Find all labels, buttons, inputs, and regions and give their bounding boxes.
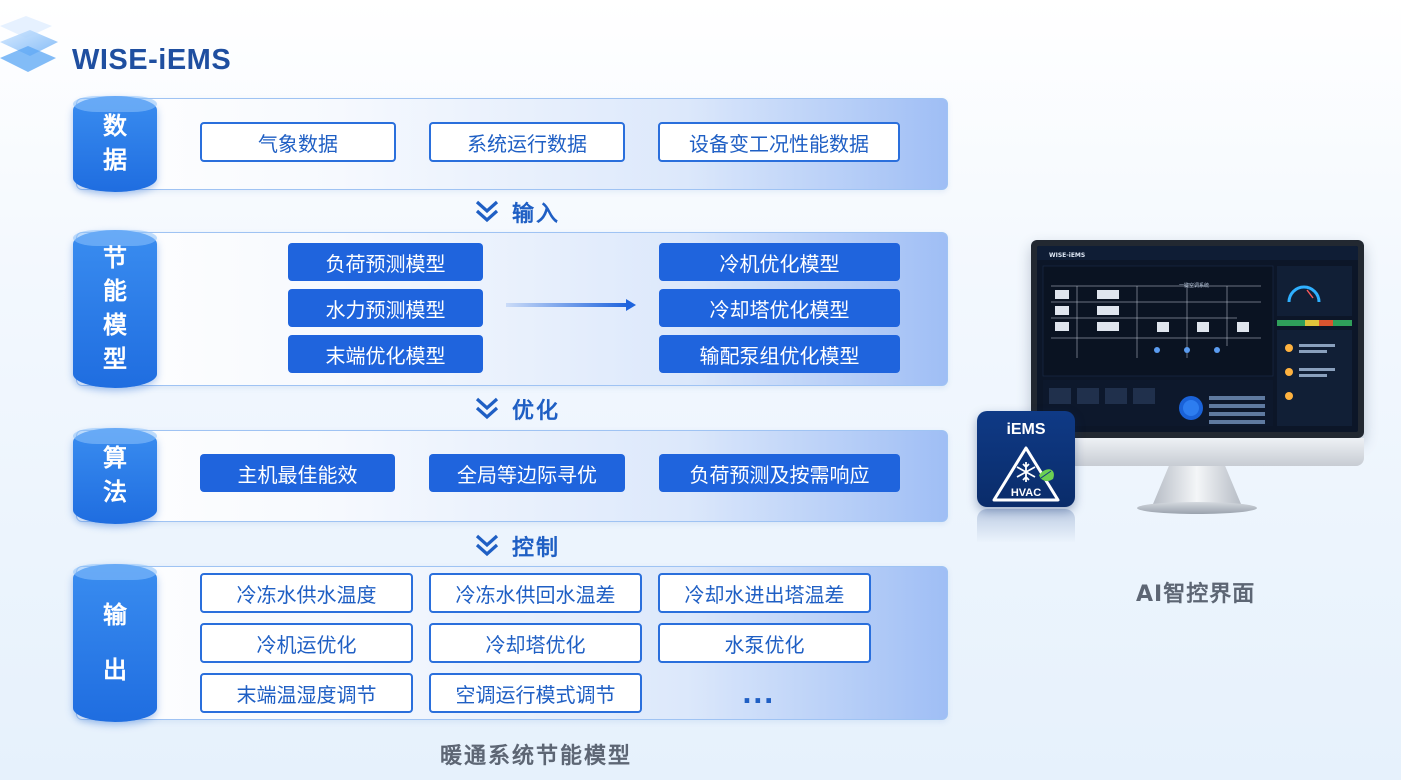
model-item: 冷机优化模型: [659, 243, 900, 281]
output-item: 水泵优化: [658, 623, 871, 663]
snowflake-leaf-icon: HVAC: [992, 446, 1060, 502]
model-item: 负荷预测模型: [288, 243, 483, 281]
flow-label: 输入: [512, 202, 561, 227]
data-item: 气象数据: [200, 122, 396, 162]
output-item: 末端温湿度调节: [200, 673, 413, 713]
flow-control: 控制: [474, 531, 560, 561]
output-item: 冷冻水供回水温差: [429, 573, 642, 613]
monitor-chin: [1031, 438, 1364, 466]
logo-icon: [0, 16, 58, 72]
arrow-right-icon: [506, 299, 636, 311]
dashboard-screen: WISE-iEMS 一键空调系统: [1037, 246, 1358, 432]
model-cap-label: 节能模型: [103, 243, 127, 373]
monitor-base: [1137, 502, 1257, 514]
dashboard-graphic: [1037, 246, 1358, 426]
dashboard-subtitle: 一键空调系统: [1179, 283, 1210, 289]
model-item: 末端优化模型: [288, 335, 483, 373]
model-item: 冷却塔优化模型: [659, 289, 900, 327]
output-item: 冷却塔优化: [429, 623, 642, 663]
monitor-frame: WISE-iEMS 一键空调系统: [1031, 240, 1364, 438]
output-cap: 输出: [73, 564, 157, 722]
data-item: 系统运行数据: [429, 122, 625, 162]
data-cap-label: 数据: [103, 112, 127, 174]
flow-label: 控制: [512, 536, 561, 561]
model-item: 水力预测模型: [288, 289, 483, 327]
double-chevron-down-icon: [475, 200, 499, 223]
badge-reflection: [977, 509, 1075, 543]
monitor-illustration: WISE-iEMS 一键空调系统: [1031, 240, 1364, 516]
output-cap-label: 输出: [103, 600, 127, 684]
algorithm-item: 主机最佳能效: [200, 454, 395, 492]
iems-hvac-badge: iEMS HVAC: [977, 411, 1075, 507]
algorithm-item: 负荷预测及按需响应: [659, 454, 900, 492]
output-item: 空调运行模式调节: [429, 673, 642, 713]
badge-label: HVAC: [1011, 487, 1041, 499]
logo-text: WISE-iEMS: [72, 44, 232, 76]
monitor-stand: [1153, 466, 1241, 504]
flow-label: 优化: [512, 399, 561, 424]
algorithm-cap-label: 算法: [103, 444, 127, 506]
flow-input: 输入: [474, 197, 560, 227]
model-cap: 节能模型: [73, 230, 157, 388]
ai-interface-caption: AI智控界面: [1136, 582, 1256, 607]
model-item: 输配泵组优化模型: [659, 335, 900, 373]
double-chevron-down-icon: [475, 534, 499, 557]
more-ellipsis: ...: [742, 680, 775, 710]
diagram-caption: 暖通系统节能模型: [440, 744, 633, 769]
double-chevron-down-icon: [475, 397, 499, 420]
data-cap: 数据: [73, 96, 157, 192]
algorithm-item: 全局等边际寻优: [429, 454, 625, 492]
output-item: 冷机运优化: [200, 623, 413, 663]
badge-title: iEMS: [1006, 421, 1046, 438]
flow-optimize: 优化: [474, 394, 560, 424]
output-item: 冷却水进出塔温差: [658, 573, 871, 613]
data-item: 设备变工况性能数据: [658, 122, 900, 162]
algorithm-cap: 算法: [73, 428, 157, 524]
dashboard-title: WISE-iEMS: [1049, 252, 1086, 259]
output-item: 冷冻水供水温度: [200, 573, 413, 613]
